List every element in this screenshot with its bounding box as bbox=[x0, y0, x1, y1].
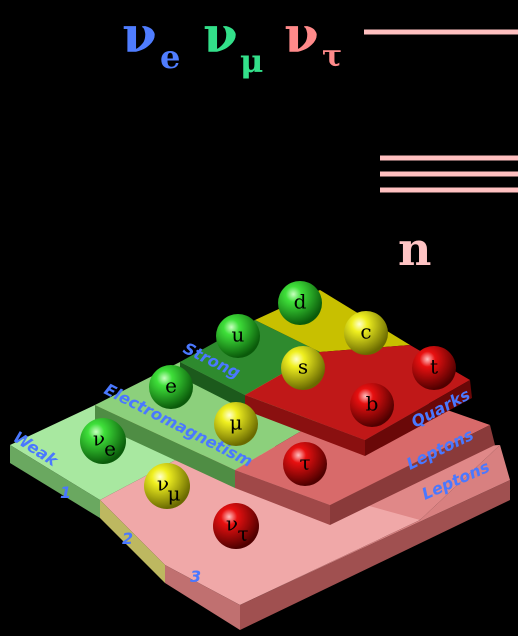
svg-text:τ: τ bbox=[299, 451, 310, 475]
nu-tau-subscript: τ bbox=[322, 39, 342, 74]
particle-t: t bbox=[412, 346, 456, 390]
particle-nu-mu: ν μ bbox=[144, 463, 190, 509]
particle-b: b bbox=[350, 383, 394, 427]
svg-text:s: s bbox=[298, 355, 308, 379]
generation-3-label: 3 bbox=[190, 567, 201, 586]
particle-tau: τ bbox=[283, 442, 327, 486]
nu-mu-subscript: μ bbox=[240, 42, 263, 80]
header-neutrinos: ν e ν μ ν τ bbox=[122, 5, 342, 80]
nu-tau-symbol: ν bbox=[284, 5, 319, 64]
particle-u: u bbox=[216, 314, 260, 358]
svg-text:ν: ν bbox=[226, 512, 238, 536]
particle-s: s bbox=[281, 346, 325, 390]
level-lines bbox=[364, 32, 518, 190]
particle-mu: μ bbox=[214, 402, 258, 446]
svg-text:d: d bbox=[294, 290, 307, 314]
nu-mu-symbol: ν bbox=[203, 5, 238, 64]
nu-e-symbol: ν bbox=[122, 5, 157, 64]
svg-text:b: b bbox=[366, 392, 379, 416]
particle-e: e bbox=[149, 365, 193, 409]
svg-text:t: t bbox=[430, 355, 438, 379]
particle-c: c bbox=[344, 311, 388, 355]
n-label: n bbox=[398, 222, 431, 276]
generation-2-label: 2 bbox=[122, 529, 133, 548]
particle-d: d bbox=[278, 281, 322, 325]
svg-text:τ: τ bbox=[237, 522, 248, 546]
particle-nu-tau: ν τ bbox=[213, 503, 259, 549]
svg-text:μ: μ bbox=[230, 411, 243, 435]
particle-nu-e: ν e bbox=[80, 418, 126, 464]
generation-1-label: 1 bbox=[60, 483, 71, 502]
svg-text:u: u bbox=[232, 323, 245, 347]
svg-text:e: e bbox=[104, 437, 116, 461]
svg-text:e: e bbox=[165, 374, 177, 398]
nu-e-subscript: e bbox=[160, 38, 180, 76]
svg-text:μ: μ bbox=[168, 482, 181, 506]
svg-text:c: c bbox=[360, 320, 371, 344]
